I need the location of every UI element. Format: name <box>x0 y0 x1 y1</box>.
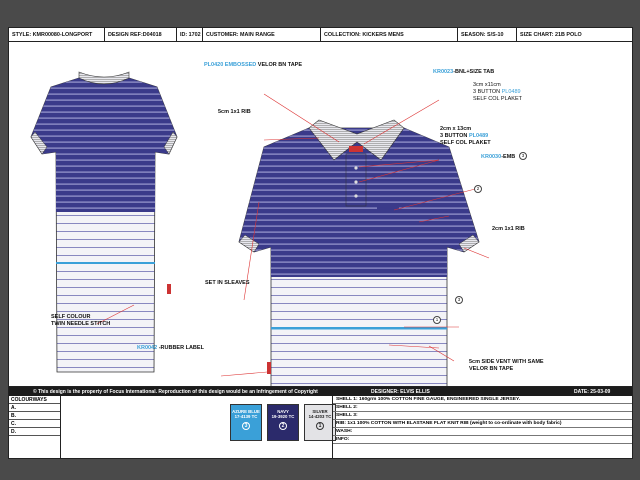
cuff-rib-label: 2cm 1x1 RIB <box>492 226 525 232</box>
garment-drawing <box>30 71 490 386</box>
swatch-number: 2 <box>279 422 287 430</box>
spec-shell-3: SHELL 3: <box>333 412 632 420</box>
swatch-navy: NAVY 19-3920 TC 2 <box>267 404 299 441</box>
footer-panel: © This design is the property of Focus I… <box>9 386 632 459</box>
rubber-label-label: KR0042 -RUBBER LABEL <box>137 345 204 351</box>
colourways-list: COLOURWAYS A. B. C. D. <box>9 396 61 459</box>
spec-info: INFO: <box>333 436 632 444</box>
embossed-tape-label: PL0420 EMBOSSED VELOR BN TAPE <box>204 62 303 68</box>
swatch-code: 14-4203 TC <box>308 414 332 419</box>
fabric-specs: SHELL 1: 160grm 100% COTTON FINE GAUGE, … <box>332 396 632 459</box>
swatch-code: 19-3920 TC <box>271 414 295 419</box>
swatch-number: 1 <box>316 422 324 430</box>
swatch-name: SILVER <box>312 409 328 414</box>
rib-5cm-label: 5cm 1x1 RIB <box>218 109 251 115</box>
callout-3-bottom: 3 <box>455 296 463 304</box>
style-field: STYLE: KMR00080-LONGPORT <box>9 28 105 41</box>
callout-2: 2 <box>474 185 482 193</box>
copyright-bar: © This design is the property of Focus I… <box>9 387 632 396</box>
colourway-c: C. <box>9 420 60 428</box>
swatch-azure: AZURE BLUE 17-4139 TC 3 <box>230 404 262 441</box>
bnl-label: KR0023-BNL+SIZE TAB <box>433 69 495 75</box>
collection-field: COLLECTION: KICKERS MENS <box>321 28 458 41</box>
copyright-text: © This design is the property of Focus I… <box>33 389 318 395</box>
emb-label: KR0030-EMB <box>481 154 516 160</box>
swatch-number: 3 <box>242 422 250 430</box>
customer-field: CUSTOMER: MAIN RANGE <box>203 28 321 41</box>
swatch-code: 17-4139 TC <box>234 414 258 419</box>
colourway-a: A. <box>9 404 60 412</box>
size-chart-field: SIZE CHART: 21B POLO <box>520 32 582 38</box>
front-view <box>238 119 480 386</box>
callout-3-top: 3 <box>519 152 527 160</box>
back-view <box>30 71 178 373</box>
spec-shell-2: SHELL 2: <box>333 404 632 412</box>
tech-sheet: STYLE: KMR00080-LONGPORT DESIGN REF:D040… <box>8 27 633 459</box>
season-field: SEASON: S/S-10 <box>458 28 517 41</box>
design-ref-field: DESIGN REF:D04018 <box>105 28 177 41</box>
callout-1: 1 <box>433 316 441 324</box>
designer-text: DESIGNER: ELVIS ELLIS <box>371 389 430 395</box>
id-field: ID: 1702 <box>177 28 203 41</box>
colourways-title: COLOURWAYS <box>9 396 60 404</box>
spec-rib: RIB: 1x1 100% COTTON WITH ELASTANE FLAT … <box>333 420 632 428</box>
spec-shell-1: SHELL 1: 160grm 100% COTTON FINE GAUGE, … <box>333 396 632 404</box>
swatch-silver: SILVER 14-4203 TC 1 <box>304 404 336 441</box>
colourway-d: D. <box>9 428 60 436</box>
set-in-sleeves-label: SET IN SLEAVES <box>205 280 250 286</box>
colourway-b: B. <box>9 412 60 420</box>
date-text: DATE: 25-03-09 <box>574 389 611 395</box>
swatch-name: NAVY <box>277 409 289 414</box>
swatch-name: AZURE BLUE <box>232 409 260 414</box>
header-bar: STYLE: KMR00080-LONGPORT DESIGN REF:D040… <box>9 28 632 42</box>
spec-wash: WASH: <box>333 428 632 436</box>
